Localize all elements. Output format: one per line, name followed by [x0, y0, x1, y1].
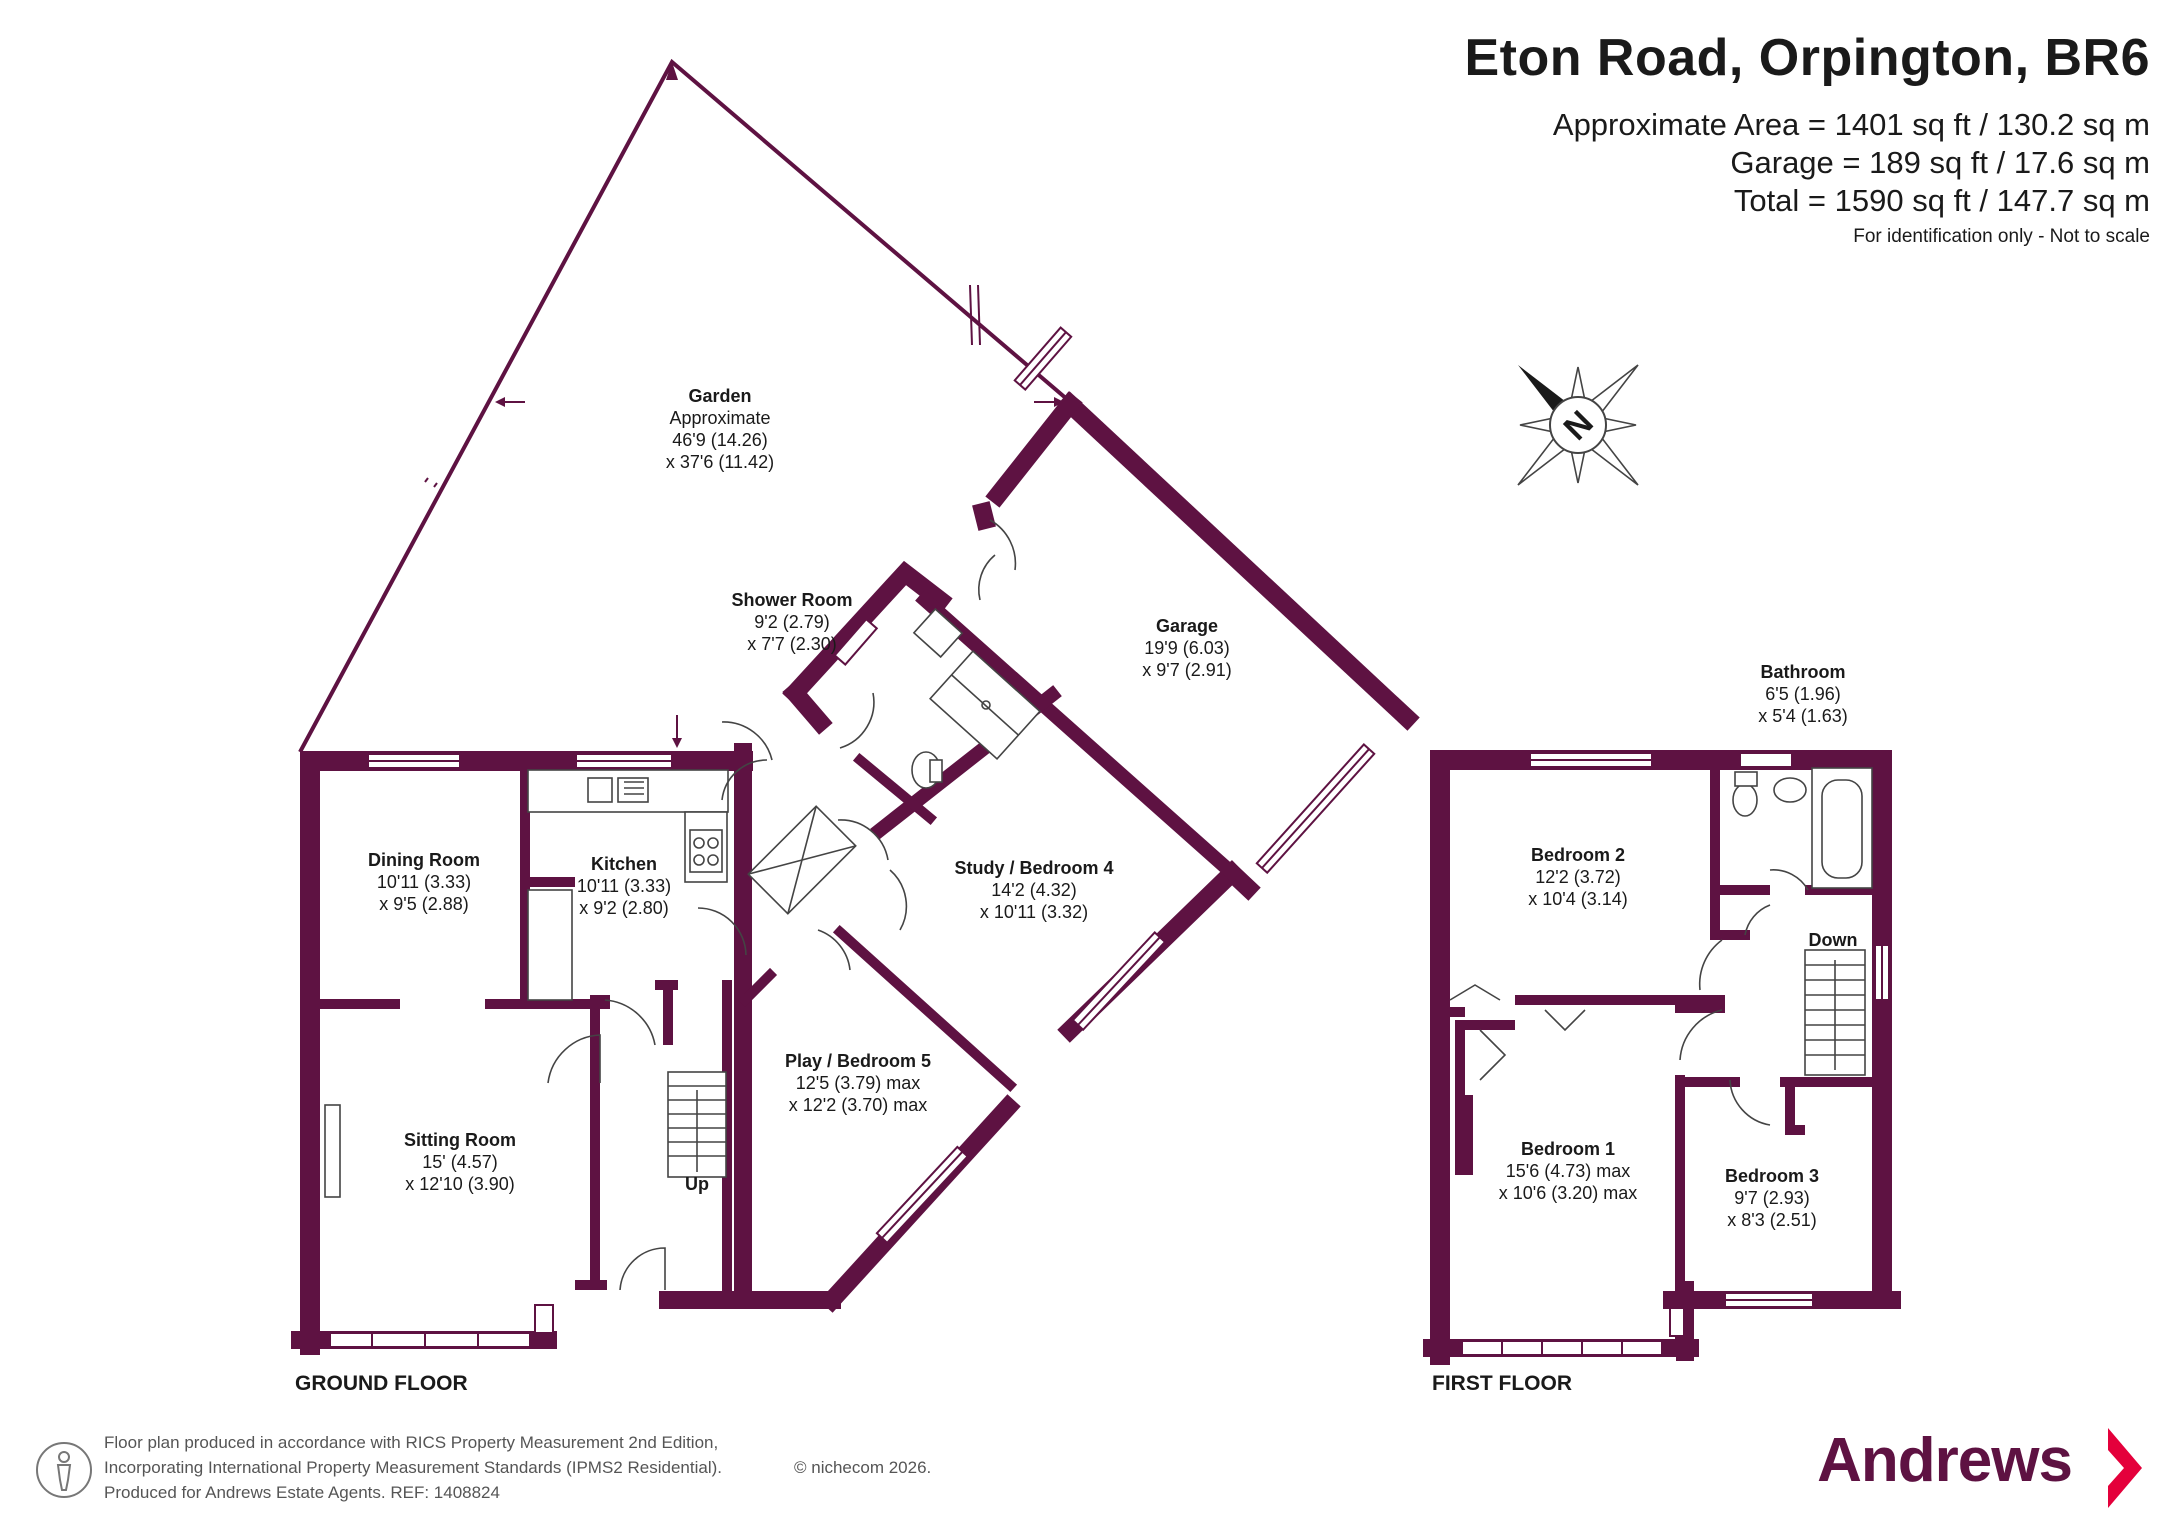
room-dim: 14'2 (4.32) [991, 880, 1077, 900]
disclaimer-note: For identification only - Not to scale [1853, 226, 2150, 247]
room-label-bedroom1: Bedroom 1 15'6 (4.73) max x 10'6 (3.20) … [1499, 1139, 1638, 1203]
room-label-garden: Garden Approximate 46'9 (14.26) x 37'6 (… [666, 386, 774, 472]
garden-outline [298, 58, 1070, 753]
brand-chevron-icon [2108, 1428, 2142, 1508]
room-label-bedroom3: Bedroom 3 9'7 (2.93) x 8'3 (2.51) [1725, 1166, 1819, 1230]
compass-north-icon: N [1517, 364, 1639, 486]
room-dim: x 9'7 (2.91) [1142, 660, 1231, 680]
room-dim: 15' (4.57) [422, 1152, 497, 1172]
property-title: Eton Road, Orpington, BR6 [1464, 29, 2150, 87]
ground-floor-windows [329, 326, 1376, 1348]
footer-line: Produced for Andrews Estate Agents. REF:… [104, 1483, 500, 1502]
room-dim: x 8'3 (2.51) [1727, 1210, 1816, 1230]
room-dim: x 10'6 (3.20) max [1499, 1183, 1638, 1203]
stairs-up-label: Up [685, 1174, 709, 1194]
room-label-study: Study / Bedroom 4 14'2 (4.32) x 10'11 (3… [954, 858, 1113, 922]
room-label-bathroom: Bathroom 6'5 (1.96) x 5'4 (1.63) [1758, 662, 1847, 726]
room-name: Dining Room [368, 850, 480, 870]
first-floor-windows [1461, 752, 1890, 1356]
room-label-shower: Shower Room 9'2 (2.79) x 7'7 (2.30) [731, 590, 852, 654]
room-dim: 15'6 (4.73) max [1506, 1161, 1631, 1181]
ground-floor-fixtures [324, 519, 1041, 1291]
room-dim: x 12'10 (3.90) [405, 1174, 515, 1194]
brand-logo: Andrews [1817, 1426, 2073, 1495]
room-name: Garage [1156, 616, 1218, 636]
total-area: Total = 1590 sq ft / 147.7 sq m [1733, 183, 2150, 218]
room-dim: x 10'11 (3.32) [980, 902, 1088, 922]
ground-floor-label: GROUND FLOOR [295, 1372, 468, 1395]
room-name: Sitting Room [404, 1130, 516, 1150]
room-dim: 10'11 (3.33) [577, 876, 671, 896]
room-dim: 9'7 (2.93) [1734, 1188, 1809, 1208]
room-dim: 19'9 (6.03) [1144, 638, 1230, 658]
room-name: Bedroom 2 [1531, 845, 1625, 865]
area-summary: Approximate Area = 1401 sq ft / 130.2 sq… [1553, 106, 2150, 248]
room-dim: 9'2 (2.79) [754, 612, 829, 632]
room-dim: 46'9 (14.26) [672, 430, 768, 450]
room-name: Garden [688, 386, 751, 406]
approximate-area: Approximate Area = 1401 sq ft / 130.2 sq… [1552, 107, 2150, 142]
footer-line: Incorporating International Property Mea… [104, 1458, 722, 1477]
footer-line: Floor plan produced in accordance with R… [104, 1433, 719, 1452]
stairs-down-label: Down [1809, 930, 1858, 950]
room-name: Bedroom 1 [1521, 1139, 1615, 1159]
room-dim: x 9'5 (2.88) [379, 894, 468, 914]
room-name: Bedroom 3 [1725, 1166, 1819, 1186]
room-dim: x 7'7 (2.30) [747, 634, 836, 654]
room-dim: x 37'6 (11.42) [666, 452, 774, 472]
room-dim: 12'2 (3.72) [1535, 867, 1621, 887]
room-dim: x 12'2 (3.70) max [789, 1095, 928, 1115]
garage-area: Garage = 189 sq ft / 17.6 sq m [1730, 145, 2150, 180]
copyright: © nichecom 2026. [794, 1458, 932, 1477]
room-name: Shower Room [731, 590, 852, 610]
room-label-dining: Dining Room 10'11 (3.33) x 9'5 (2.88) [368, 850, 480, 914]
footer-credits: Floor plan produced in accordance with R… [104, 1430, 931, 1505]
room-label-garage: Garage 19'9 (6.03) x 9'7 (2.91) [1142, 616, 1231, 680]
first-floor-label: FIRST FLOOR [1432, 1372, 1572, 1395]
first-floor-fixtures [1449, 767, 1873, 1126]
room-dim: 10'11 (3.33) [377, 872, 471, 892]
room-name: Kitchen [591, 854, 657, 874]
room-name: Bathroom [1761, 662, 1846, 682]
room-dim: Approximate [669, 408, 770, 428]
stairs-up [667, 1071, 727, 1178]
room-label-bedroom2: Bedroom 2 12'2 (3.72) x 10'4 (3.14) [1528, 845, 1628, 909]
room-name: Play / Bedroom 5 [785, 1051, 931, 1071]
room-dim: 6'5 (1.96) [1765, 684, 1840, 704]
room-dim: x 10'4 (3.14) [1528, 889, 1628, 909]
room-dim: x 9'2 (2.80) [579, 898, 668, 918]
room-name: Study / Bedroom 4 [954, 858, 1113, 878]
stairs-down [1804, 949, 1866, 1076]
person-icon [36, 1442, 92, 1498]
room-label-play: Play / Bedroom 5 12'5 (3.79) max x 12'2 … [785, 1051, 931, 1115]
room-label-sitting: Sitting Room 15' (4.57) x 12'10 (3.90) [404, 1130, 516, 1194]
room-label-kitchen: Kitchen 10'11 (3.33) x 9'2 (2.80) [577, 854, 671, 918]
room-dim: x 5'4 (1.63) [1758, 706, 1847, 726]
room-dim: 12'5 (3.79) max [796, 1073, 921, 1093]
